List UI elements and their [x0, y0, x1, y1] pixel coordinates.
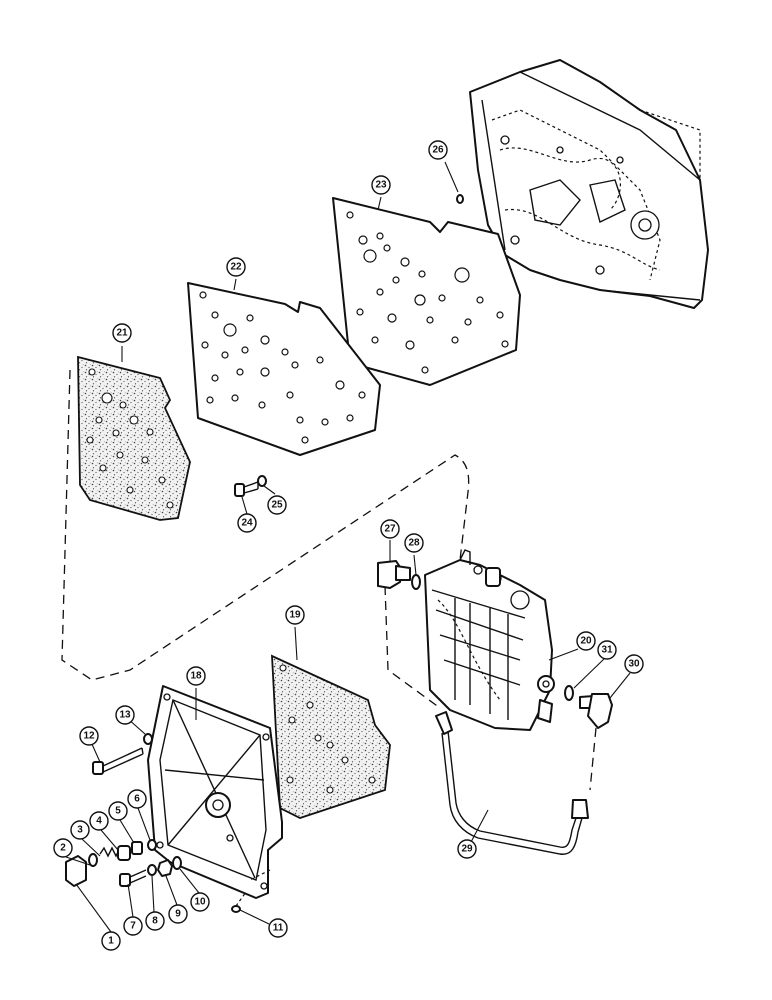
callout-19: 19: [285, 605, 305, 625]
nut-9: [157, 859, 173, 877]
leader-lines: [65, 161, 631, 933]
alignment-dashed-line: [61, 369, 470, 681]
callout-9: 9: [168, 904, 188, 924]
washer-10: [172, 856, 182, 870]
svg-text:11: 11: [273, 923, 284, 934]
o-ring-31: [564, 685, 574, 701]
svg-text:10: 10: [194, 897, 206, 908]
elbow-fitting-30: [579, 693, 613, 729]
screw-7: [119, 869, 147, 887]
callout-12: 12: [79, 726, 99, 746]
callout-20: 20: [576, 631, 596, 651]
callout-4: 4: [89, 811, 109, 831]
bolt-12: [92, 747, 144, 775]
bolt-24: [234, 481, 259, 497]
svg-text:13: 13: [119, 710, 131, 721]
o-ring-2: [88, 853, 98, 867]
svg-text:24: 24: [241, 518, 253, 529]
cover-18: [147, 685, 283, 899]
svg-text:4: 4: [96, 816, 102, 827]
svg-text:6: 6: [134, 794, 140, 805]
callout-28: 28: [404, 533, 424, 553]
callout-24: 24: [237, 513, 257, 533]
svg-text:25: 25: [271, 500, 283, 511]
callout-29: 29: [457, 839, 477, 859]
callout-11: 11: [268, 918, 288, 938]
svg-text:12: 12: [83, 731, 95, 742]
plug-1: [65, 855, 87, 887]
callout-5: 5: [108, 801, 128, 821]
svg-text:5: 5: [115, 806, 121, 817]
transmission-housing: [469, 59, 709, 309]
svg-text:20: 20: [580, 636, 592, 647]
svg-text:19: 19: [289, 610, 301, 621]
svg-text:23: 23: [375, 180, 387, 191]
valve-body-20: [424, 549, 555, 731]
callout-8: 8: [145, 911, 165, 931]
callout-7: 7: [123, 916, 143, 936]
svg-text:31: 31: [601, 645, 613, 656]
svg-text:8: 8: [152, 916, 158, 927]
callout-22: 22: [226, 257, 246, 277]
svg-text:29: 29: [461, 844, 473, 855]
callout-13: 13: [115, 705, 135, 725]
svg-text:27: 27: [384, 524, 396, 535]
callout-23: 23: [371, 175, 391, 195]
callout-26: 26: [428, 140, 448, 160]
callout-25: 25: [267, 495, 287, 515]
callout-10: 10: [190, 892, 210, 912]
callout-3: 3: [70, 820, 90, 840]
svg-text:18: 18: [190, 671, 202, 682]
svg-text:9: 9: [175, 909, 181, 920]
callout-1: 1: [101, 931, 121, 951]
svg-text:2: 2: [60, 843, 66, 854]
svg-text:28: 28: [408, 538, 420, 549]
svg-text:3: 3: [77, 825, 83, 836]
gasket-21: [77, 355, 191, 521]
spool-5: [131, 841, 143, 855]
spring-3: [99, 846, 121, 858]
plate-23: [332, 197, 521, 386]
callout-31: 31: [597, 640, 617, 660]
elbow-fitting-27: [377, 560, 411, 589]
svg-text:26: 26: [432, 145, 444, 156]
washer-13: [143, 733, 153, 745]
svg-text:21: 21: [116, 328, 128, 339]
plate-22: [187, 282, 381, 456]
washer-6: [147, 839, 157, 851]
callout-18: 18: [186, 666, 206, 686]
fitting-27-dashed-line: [384, 585, 441, 709]
callout-21: 21: [112, 323, 132, 343]
pin-11: [231, 891, 247, 913]
o-ring-28: [411, 574, 421, 590]
svg-text:1: 1: [108, 936, 114, 947]
callout-2: 2: [53, 838, 73, 858]
callout-27: 27: [380, 519, 400, 539]
svg-text:30: 30: [628, 659, 640, 670]
spool-4: [117, 845, 131, 861]
washer-25: [257, 475, 267, 487]
fitting-30-dashed-line: [589, 727, 597, 791]
svg-text:7: 7: [130, 921, 136, 932]
dowel-26: [456, 194, 464, 204]
callout-6: 6: [127, 789, 147, 809]
svg-text:22: 22: [230, 262, 242, 273]
washer-8: [147, 864, 157, 876]
gasket-19: [271, 654, 391, 819]
callout-30: 30: [624, 654, 644, 674]
tube-29: [435, 711, 589, 855]
